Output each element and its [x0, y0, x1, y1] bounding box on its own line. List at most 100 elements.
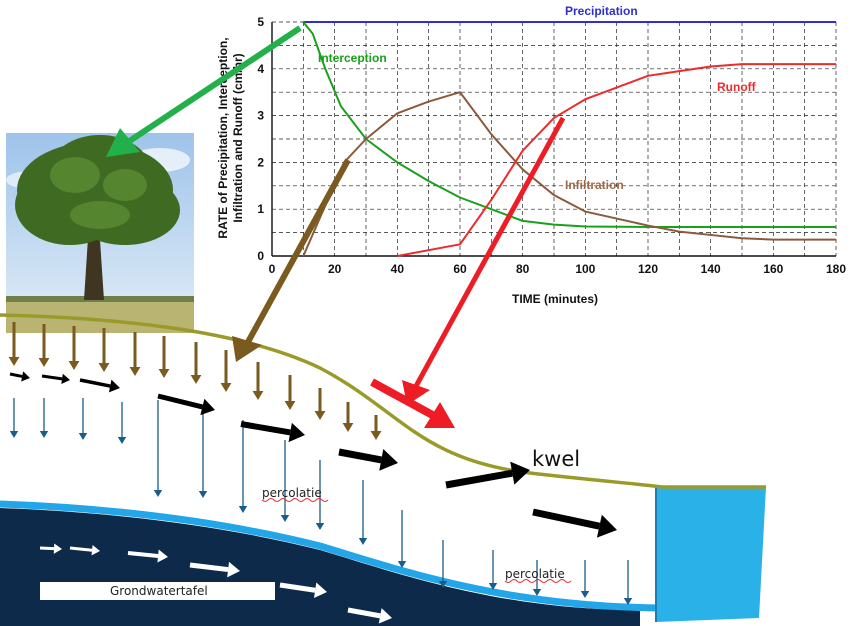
chart-axes — [271, 22, 836, 257]
chart-grid — [272, 21, 837, 256]
infiltration-arrow-head — [314, 411, 326, 420]
infiltration-arrow-head — [190, 375, 202, 384]
lateral-flow-arrow — [338, 448, 382, 464]
percolation-arrow-head — [438, 581, 448, 588]
infiltration-series-line — [302, 91, 836, 257]
lateral-flow-arrow — [41, 374, 63, 381]
chart-series — [302, 21, 836, 257]
percolation-arrow-head — [358, 538, 368, 545]
precipitation-label: Precipitation — [565, 4, 638, 18]
percolation-arrow-head — [623, 598, 633, 605]
lateral-flow-arrow-head — [288, 422, 305, 443]
percolation-arrow-head — [238, 506, 248, 513]
infiltration-arrow-head — [68, 361, 80, 370]
infiltration-arrow-head — [98, 363, 110, 372]
runoff-series-line — [397, 63, 836, 257]
groundwater-flow-arrow-head — [91, 545, 100, 556]
y-tick-label: 4 — [257, 62, 264, 76]
groundwater-flow-arrow — [69, 546, 93, 552]
lateral-flow-arrow-head — [21, 371, 30, 382]
x-tick-label: 80 — [516, 262, 530, 276]
x-tick-label: 0 — [269, 262, 276, 276]
y-tick-label: 1 — [257, 202, 264, 216]
groundwater-flow-arrow-head — [157, 549, 168, 563]
grondwatertafel-label: Grondwatertafel — [110, 584, 208, 598]
infiltration-arrow-head — [370, 431, 382, 440]
green-arrow — [106, 25, 302, 157]
groundwater-flow-arrow — [347, 607, 381, 619]
brown-arrow — [232, 158, 351, 362]
lateral-flow-arrow — [240, 421, 291, 436]
x-tick-label: 20 — [328, 262, 342, 276]
percolation-arrow-head — [117, 437, 127, 444]
percolation-arrows — [9, 398, 633, 605]
infiltration-arrow-head — [38, 358, 50, 367]
lateral-flow-arrow-head — [596, 514, 617, 538]
grondwatertafel-label-box — [40, 582, 275, 600]
lateral-flow-arrow-head — [510, 461, 530, 485]
x-tick-label: 120 — [638, 262, 658, 276]
percolation-arrow-head — [532, 589, 542, 596]
x-tick-label: 60 — [453, 262, 467, 276]
lateral-flow-arrow — [79, 378, 111, 388]
river — [656, 487, 766, 622]
ground-surface-line — [0, 313, 766, 489]
lateral-flow-arrow-head — [200, 398, 215, 416]
infiltration-arrow-head — [342, 423, 354, 432]
percolation-arrow-head — [153, 490, 163, 497]
x-tick-label: 40 — [391, 262, 405, 276]
lateral-flow-arrows — [9, 371, 617, 538]
y-axis-title: RATE of Precipitation, Interception, Inf… — [216, 37, 245, 238]
groundwater-flow-arrow-head — [227, 561, 240, 578]
percolation-arrow-head — [9, 431, 19, 438]
x-tick-label: 180 — [826, 262, 846, 276]
infiltration-arrow-head — [252, 391, 264, 400]
y-axis-title-line-1: RATE of Precipitation, Interception, — [216, 37, 230, 238]
y-tick-label: 5 — [257, 15, 264, 29]
percolatie-label-2: percolatie — [505, 567, 565, 581]
red-arrow-overland — [370, 378, 455, 428]
lateral-flow-arrow — [9, 372, 23, 378]
infiltration-arrows — [8, 322, 382, 440]
interception-label: Interception — [318, 51, 387, 65]
percolatie-label-1: percolatie — [262, 486, 322, 500]
groundwater-flow-arrows — [39, 543, 392, 624]
x-tick-label: 140 — [701, 262, 721, 276]
groundwater-table-line — [0, 500, 661, 612]
infiltration-label: Infiltration — [565, 178, 624, 192]
landscape: kwel percolatie Grondwatertafel percolat… — [0, 133, 766, 626]
percolation-arrow-head — [78, 433, 88, 440]
lateral-flow-arrow-head — [108, 379, 120, 393]
groundwater-flow-arrow-head — [313, 582, 327, 598]
lateral-flow-arrow — [157, 393, 203, 410]
lateral-flow-arrow-head — [379, 449, 398, 471]
y-axis-title-line-2: Infiltration and Runoff (cm/hr) — [231, 53, 245, 222]
infiltration-arrow-head — [8, 357, 20, 366]
percolation-arrow-head — [488, 583, 498, 590]
groundwater-flow-arrow — [279, 582, 316, 593]
connector-arrows — [106, 25, 566, 428]
y-tick-label: 3 — [257, 109, 264, 123]
infiltration-arrow-head — [158, 369, 170, 378]
x-tick-labels: 0 20 40 60 80 100 120 140 160 180 — [269, 262, 847, 276]
x-tick-label: 100 — [575, 262, 595, 276]
groundwater-flow-arrow — [127, 551, 159, 558]
infiltration-arrow-head — [220, 383, 232, 392]
y-tick-label: 0 — [257, 249, 264, 263]
infiltration-arrow-head — [284, 401, 296, 410]
percolation-arrow-head — [315, 523, 325, 530]
lateral-flow-arrow — [445, 469, 513, 489]
lateral-flow-arrow — [532, 508, 601, 530]
runoff-label: Runoff — [717, 80, 757, 94]
lateral-flow-arrow-head — [61, 373, 70, 385]
groundwater-flow-arrow — [189, 562, 229, 573]
percolation-arrow-head — [397, 561, 407, 568]
percolation-arrow-head — [280, 515, 290, 522]
groundwater-flow-arrow — [39, 546, 55, 551]
x-tick-label: 160 — [763, 262, 783, 276]
x-axis-title: TIME (minutes) — [512, 292, 598, 306]
interception-series-line — [302, 21, 836, 228]
